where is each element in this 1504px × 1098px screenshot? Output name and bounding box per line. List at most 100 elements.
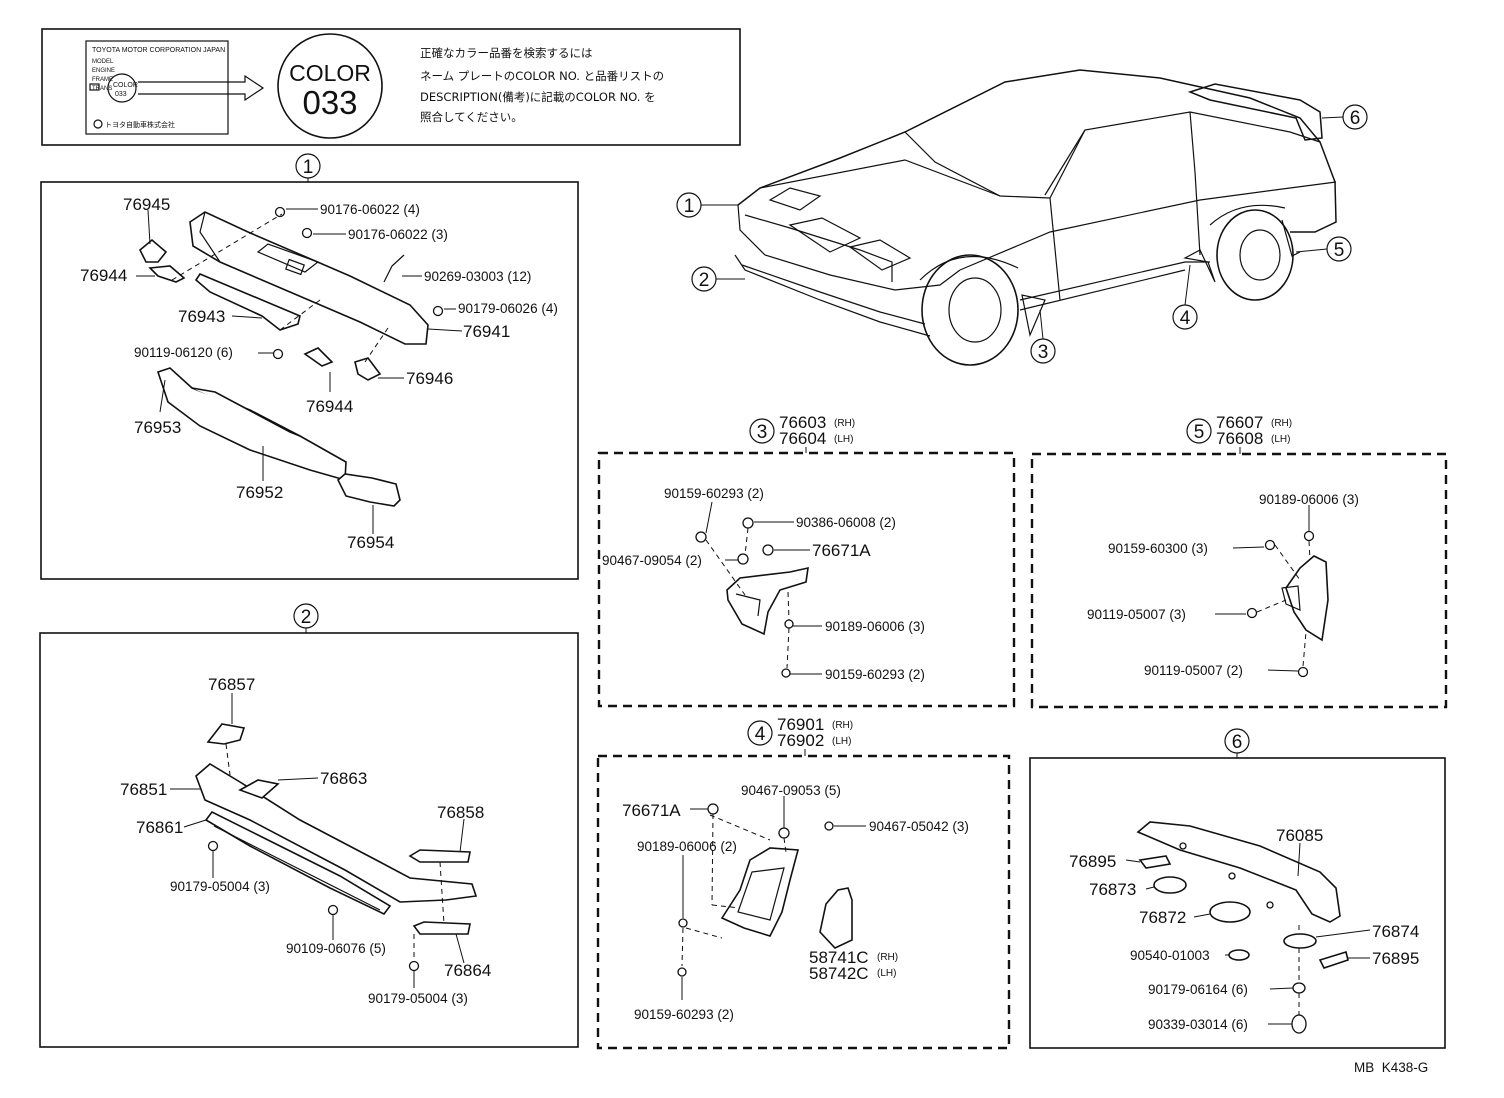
part-label: 76085 bbox=[1276, 826, 1323, 845]
section-1-front-spoiler: 1 bbox=[40, 153, 579, 580]
callout-4: 4 bbox=[1172, 264, 1198, 330]
part-label: 90159-60293 (2) bbox=[664, 486, 764, 501]
diagram-code: MB K438-G bbox=[1354, 1060, 1428, 1075]
side-rh: (RH) bbox=[877, 952, 898, 963]
callout-1: 1 bbox=[676, 192, 738, 218]
part-label: 76895 bbox=[1372, 949, 1419, 968]
part-label: 76858 bbox=[437, 803, 484, 822]
part-label: 90467-09053 (5) bbox=[741, 783, 841, 798]
part-label: 76943 bbox=[178, 307, 225, 326]
svg-text:4: 4 bbox=[1180, 308, 1191, 329]
section-title-rh: 76603 bbox=[779, 413, 826, 432]
part-label: 90269-03003 (12) bbox=[424, 269, 531, 284]
section-title-lh: 76902 bbox=[777, 731, 824, 750]
part-label: 90159-60293 (2) bbox=[825, 667, 925, 682]
part-label: 90179-06026 (4) bbox=[458, 301, 558, 316]
part-label: 90159-60300 (3) bbox=[1108, 541, 1208, 556]
part-label: 90176-06022 (4) bbox=[320, 202, 420, 217]
part-label: 90179-05004 (3) bbox=[368, 991, 468, 1006]
plate-line: FRAME bbox=[92, 77, 113, 83]
part-label: 90179-05004 (3) bbox=[170, 879, 270, 894]
part-label: 90386-06008 (2) bbox=[796, 515, 896, 530]
side-lh: (LH) bbox=[834, 434, 853, 445]
part-label: 76873 bbox=[1089, 880, 1136, 899]
part-label: 76946 bbox=[406, 369, 453, 388]
side-lh: (LH) bbox=[877, 968, 896, 979]
part-label: 90179-06164 (6) bbox=[1148, 982, 1248, 997]
part-label: 90540-01003 bbox=[1130, 948, 1210, 963]
section-6-rear-spoiler: 6 76085 76895 76873 76872 7687 bbox=[1029, 728, 1446, 1049]
section-number: 6 bbox=[1232, 732, 1243, 753]
section-4-side-mudguard: 4 76901 (RH) 76902 (LH) 90467-09053 (5) … bbox=[596, 715, 1011, 1050]
plate-color-label: COLOR bbox=[113, 82, 138, 89]
callout-5: 5 bbox=[1295, 236, 1352, 262]
side-lh: (LH) bbox=[832, 736, 851, 747]
note-line: ネーム プレートのCOLOR NO. と品番リストの bbox=[420, 69, 664, 83]
section-number: 5 bbox=[1194, 422, 1205, 443]
part-label: 90467-05042 (3) bbox=[869, 819, 969, 834]
part-label: 58742C bbox=[809, 964, 869, 983]
part-label: 90467-09054 (2) bbox=[602, 553, 702, 568]
plate-maker: トヨタ自動車株式会社 bbox=[105, 120, 175, 129]
section-title-lh: 76604 bbox=[779, 429, 826, 448]
color-code: 033 bbox=[302, 84, 357, 121]
part-label: 76944 bbox=[306, 397, 353, 416]
plate-color-code: 033 bbox=[115, 91, 127, 98]
part-label: 90189-06006 (2) bbox=[637, 839, 737, 854]
note-line: 正確なカラー品番を検索するには bbox=[420, 46, 593, 60]
part-label: 76872 bbox=[1139, 908, 1186, 927]
side-rh: (RH) bbox=[1271, 418, 1292, 429]
part-label: 76895 bbox=[1069, 852, 1116, 871]
section-title-lh: 76608 bbox=[1216, 429, 1263, 448]
part-label: 90189-06006 (3) bbox=[1259, 492, 1359, 507]
svg-text:5: 5 bbox=[1334, 240, 1345, 261]
part-label: 76864 bbox=[444, 961, 491, 980]
callout-2: 2 bbox=[691, 266, 745, 292]
svg-text:6: 6 bbox=[1350, 108, 1361, 129]
section-title-rh: 76607 bbox=[1216, 413, 1263, 432]
note-line: 照合してください。 bbox=[420, 110, 523, 124]
part-label: 76941 bbox=[463, 322, 510, 341]
part-label: 90119-05007 (3) bbox=[1087, 607, 1186, 622]
section-number: 1 bbox=[303, 157, 314, 178]
callout-3: 3 bbox=[1030, 309, 1056, 364]
note-line: DESCRIPTION(備考)に記載のCOLOR NO. を bbox=[420, 90, 656, 104]
plate-line: TOYOTA MOTOR CORPORATION JAPAN bbox=[92, 47, 225, 54]
part-label: 90339-03014 (6) bbox=[1148, 1017, 1248, 1032]
section-5-mudguard-rear: 5 76607 (RH) 76608 (LH) 90189-06006 (3) … bbox=[1030, 413, 1448, 709]
part-label: 90176-06022 (3) bbox=[348, 227, 448, 242]
color-code-badge: COLOR 033 bbox=[277, 33, 383, 139]
part-label: 76953 bbox=[134, 418, 181, 437]
part-label: 76857 bbox=[208, 675, 255, 694]
part-label: 76952 bbox=[236, 483, 283, 502]
plate-line: ENGINE bbox=[92, 68, 115, 74]
part-label: 76671A bbox=[812, 541, 871, 560]
plate-line: TRANS bbox=[92, 86, 112, 92]
plate-line: MODEL bbox=[92, 59, 114, 65]
section-number: 2 bbox=[301, 607, 312, 628]
side-rh: (RH) bbox=[832, 720, 853, 731]
part-label: 90189-06006 (3) bbox=[825, 619, 925, 634]
section-3-mudguard-front: 3 76603 (RH) 76604 (LH) 90159-60293 (2) … bbox=[597, 413, 1016, 708]
svg-text:3: 3 bbox=[1038, 342, 1049, 363]
name-plate-illustration: TOYOTA MOTOR CORPORATION JAPAN MODEL ENG… bbox=[85, 40, 229, 135]
section-number: 4 bbox=[755, 724, 766, 745]
side-lh: (LH) bbox=[1271, 434, 1290, 445]
part-label: 76954 bbox=[347, 533, 394, 552]
side-rh: (RH) bbox=[834, 418, 855, 429]
svg-text:2: 2 bbox=[699, 270, 710, 291]
part-label: 58741C bbox=[809, 948, 869, 967]
color-word: COLOR bbox=[289, 60, 371, 86]
callout-6: 6 bbox=[1321, 104, 1368, 130]
part-label: 90119-05007 (2) bbox=[1144, 663, 1243, 678]
car-overview: 1 2 3 4 5 6 bbox=[676, 69, 1368, 366]
part-label: 76945 bbox=[123, 195, 170, 214]
svg-text:1: 1 bbox=[684, 196, 695, 217]
part-label: 76863 bbox=[320, 769, 367, 788]
part-label: 76874 bbox=[1372, 922, 1419, 941]
arrow-icon bbox=[138, 74, 265, 102]
section-2-front-spoiler-lower: 2 76857 76851 76863 bbox=[39, 603, 579, 1048]
part-label: 90159-60293 (2) bbox=[634, 1007, 734, 1022]
part-label: 76671A bbox=[622, 801, 681, 820]
